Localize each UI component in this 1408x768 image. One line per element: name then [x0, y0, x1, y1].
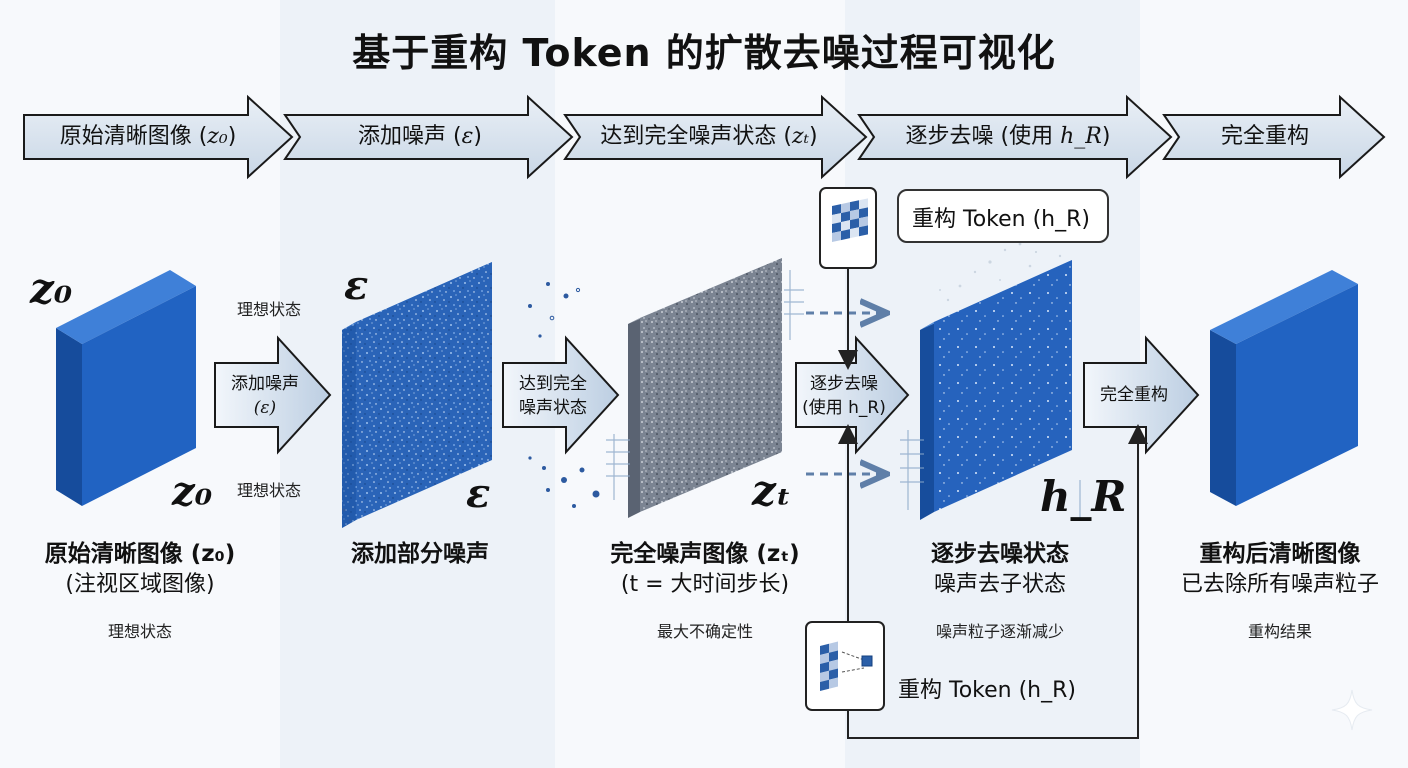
arrow-add-noise: [214, 335, 332, 455]
arrow-text-denoise: 逐步去噪(使用 h_R): [802, 374, 886, 418]
token-label-top: 重构 Token (h_R): [912, 207, 1090, 232]
noise-dots: [342, 282, 600, 522]
caption-5: 重构后清晰图像 已去除所有噪声粒子: [1180, 541, 1379, 597]
caption-2: 添加部分噪声: [351, 541, 489, 567]
stage-chevron-3: [563, 94, 868, 180]
token-label-box-top: [897, 189, 1109, 243]
token-grid-icon-bottom: [805, 621, 885, 711]
symbol-z0-bottom: z₀: [172, 468, 213, 515]
token-to-reconstruct-connector: [847, 424, 1148, 739]
stage-label-2: 添加噪声 (ε): [358, 124, 482, 149]
caption-1-note: 理想状态: [107, 622, 172, 641]
token-grid-icon-top: [819, 187, 877, 269]
symbol-hR: h_R: [1040, 472, 1127, 521]
stage-label-4: 逐步去噪 (使用 h_R): [905, 124, 1111, 149]
grid-lines-zt: [606, 270, 804, 500]
caption-3: 完全噪声图像 (zₜ) (t = 大时间步长): [610, 541, 800, 597]
caption-1: 原始清晰图像 (z₀) (注视区域图像): [44, 541, 236, 597]
stage-chevron-4: [857, 94, 1173, 180]
symbol-eps-top: ε: [344, 262, 369, 309]
annotation-ideal-bottom: 理想状态: [236, 481, 301, 500]
reconstructed-block: [1210, 270, 1358, 506]
arrow-reconstruct: [1083, 335, 1200, 455]
stage-label-3: 达到完全噪声状态 (zₜ): [600, 124, 818, 149]
caption-4: 逐步去噪状态 噪声去子状态: [931, 541, 1069, 597]
arrow-full-noise: [502, 335, 620, 455]
stage-chevron-2: [283, 94, 574, 180]
noisy-block-eps: [342, 262, 492, 528]
arrow-text-reconstruct: 完全重构: [1100, 385, 1168, 405]
token-label-bottom: 重构 Token (h_R): [898, 678, 1076, 703]
stage-chevron-5: [1162, 94, 1386, 180]
clean-block-z0: [56, 270, 196, 506]
symbol-eps-bottom: ε: [466, 470, 491, 517]
grid-lines-hR: [900, 430, 1081, 520]
page-title: 基于重构 Token 的扩散去噪过程可视化: [352, 31, 1056, 75]
caption-3-note: 最大不确定性: [656, 622, 753, 641]
caption-4-note: 噪声粒子逐渐减少: [935, 622, 1064, 641]
caption-5-note: 重构结果: [1247, 622, 1312, 641]
denoising-block-hR: [920, 260, 1072, 520]
stage-chevron-1: [23, 94, 294, 180]
stage-label-5: 完全重构: [1220, 124, 1309, 149]
arrow-text-add-noise: 添加噪声(ε): [231, 374, 299, 418]
symbol-z0-top: z₀: [30, 264, 73, 313]
sparkle-icon: [1331, 689, 1373, 731]
symbol-zt: zₜ: [752, 466, 792, 515]
annotation-ideal-top: 理想状态: [236, 300, 301, 319]
arrow-text-full-noise: 达到完全噪声状态: [519, 374, 587, 418]
stage-label-1: 原始清晰图像 (z₀): [59, 124, 237, 149]
full-noise-block-zt: [628, 258, 782, 518]
